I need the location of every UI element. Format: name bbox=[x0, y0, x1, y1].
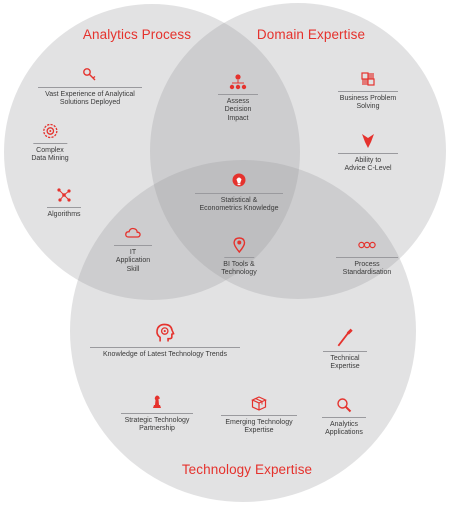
item-process-standard: Process Standardisation bbox=[336, 236, 398, 278]
brain-head-icon bbox=[156, 323, 175, 342]
cloud-icon bbox=[125, 227, 141, 238]
item-label: Business Problem Solving bbox=[339, 95, 397, 111]
technology-expertise-circle bbox=[70, 160, 416, 502]
divider bbox=[221, 415, 297, 416]
screwdriver-icon bbox=[337, 328, 353, 347]
chess-icon bbox=[153, 395, 161, 408]
item-label: Emerging Technology Expertise bbox=[225, 419, 293, 435]
target-gear-icon bbox=[42, 123, 58, 139]
analytics-process-title: Analytics Process bbox=[82, 27, 192, 42]
item-label: IT Application Skill bbox=[115, 249, 151, 273]
divider bbox=[338, 91, 398, 92]
item-label: Knowledge of Latest Technology Trends bbox=[102, 351, 227, 358]
item-label: Complex Data Mining bbox=[31, 147, 69, 163]
item-bi-tools: BI Tools & Technology bbox=[221, 236, 257, 278]
item-advice-clevel: Ability to Advice C-Level bbox=[338, 132, 398, 174]
gift-box-icon bbox=[251, 396, 267, 411]
item-latest-tech: Knowledge of Latest Technology Trends bbox=[90, 322, 240, 359]
item-analytics-apps: Analytics Applications bbox=[322, 396, 366, 438]
item-it-application: IT Application Skill bbox=[114, 224, 152, 274]
domain-expertise-title: Domain Expertise bbox=[256, 27, 366, 42]
item-label: Assess Decision Impact bbox=[224, 98, 252, 122]
magnifier-icon bbox=[337, 398, 352, 413]
item-technical-expertise: Technical Expertise bbox=[323, 328, 367, 372]
item-vast-experience: Vast Experience of Analytical Solutions … bbox=[38, 66, 142, 108]
divider bbox=[336, 257, 398, 258]
item-label: Statistical & Econometrics Knowledge bbox=[199, 197, 279, 213]
item-label: Ability to Advice C-Level bbox=[344, 157, 392, 173]
divider bbox=[195, 193, 283, 194]
divider bbox=[323, 351, 367, 352]
technology-expertise-title: Technology Expertise bbox=[181, 462, 313, 477]
item-label: BI Tools & Technology bbox=[221, 261, 257, 277]
item-emerging-tech: Emerging Technology Expertise bbox=[221, 394, 297, 436]
item-strategic-partnership: Strategic Technology Partnership bbox=[121, 392, 193, 434]
network-nodes-icon bbox=[57, 188, 71, 202]
divider bbox=[223, 257, 254, 258]
item-label: Process Standardisation bbox=[342, 261, 392, 277]
item-assess-decision: Assess Decision Impact bbox=[218, 73, 258, 123]
divider bbox=[38, 87, 142, 88]
lightbulb-icon bbox=[232, 173, 246, 187]
divider bbox=[90, 347, 240, 348]
divider bbox=[338, 153, 398, 154]
analytics-process-circle bbox=[4, 4, 300, 300]
key-icon bbox=[83, 68, 96, 81]
process-circles-icon bbox=[358, 241, 376, 249]
divider bbox=[114, 245, 152, 246]
item-label: Strategic Technology Partnership bbox=[124, 417, 190, 433]
item-label: Vast Experience of Analytical Solutions … bbox=[45, 91, 135, 107]
divider bbox=[121, 413, 193, 414]
item-statistical: Statistical & Econometrics Knowledge bbox=[195, 172, 283, 214]
domain-expertise-circle bbox=[150, 3, 446, 299]
divider bbox=[322, 417, 366, 418]
puzzle-icon bbox=[361, 72, 375, 86]
map-pin-icon bbox=[233, 237, 245, 254]
item-label: Analytics Applications bbox=[325, 421, 363, 437]
tie-icon bbox=[362, 134, 374, 148]
divider bbox=[32, 143, 67, 144]
item-label: Technical Expertise bbox=[330, 355, 360, 371]
item-complex-data-mining: Complex Data Mining bbox=[31, 122, 69, 164]
hierarchy-icon bbox=[229, 74, 247, 90]
item-label: Algorithms bbox=[47, 211, 81, 218]
divider bbox=[218, 94, 258, 95]
item-business-problem: Business Problem Solving bbox=[338, 70, 398, 112]
divider bbox=[47, 207, 81, 208]
item-algorithms: Algorithms bbox=[47, 186, 81, 219]
